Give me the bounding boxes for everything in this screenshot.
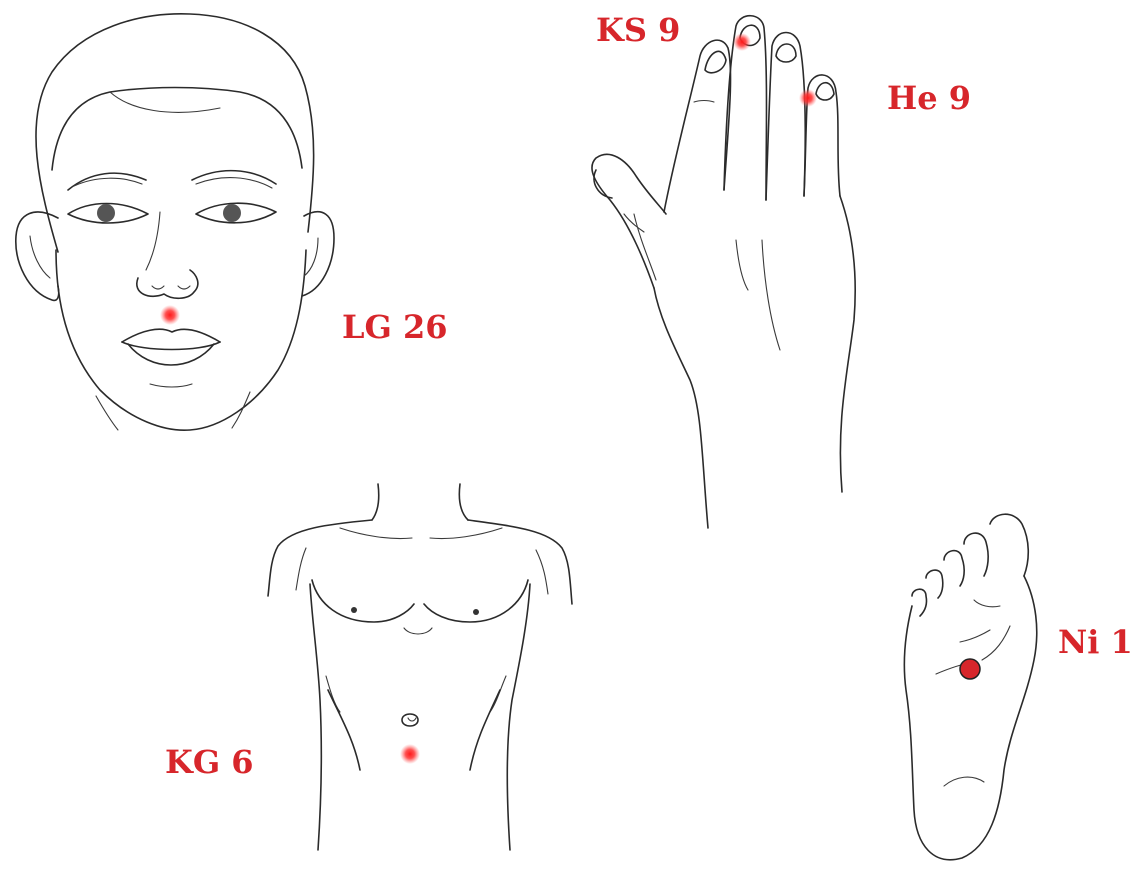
ni1-point-marker [960,659,980,679]
ks9-point-marker [733,33,751,51]
kg6-label: KG 6 [165,746,254,778]
face-icon [16,14,334,430]
lg26-label: LG 26 [342,311,448,343]
hand-icon [592,16,855,528]
he9-point-marker [799,89,817,107]
torso-icon [268,484,572,850]
ks9-label: KS 9 [596,14,680,46]
foot-sole-icon [904,514,1036,860]
lg26-point-marker [160,305,180,325]
he9-label: He 9 [887,82,971,114]
kg6-point-marker [400,744,420,764]
ni1-label: Ni 1 [1058,626,1133,658]
